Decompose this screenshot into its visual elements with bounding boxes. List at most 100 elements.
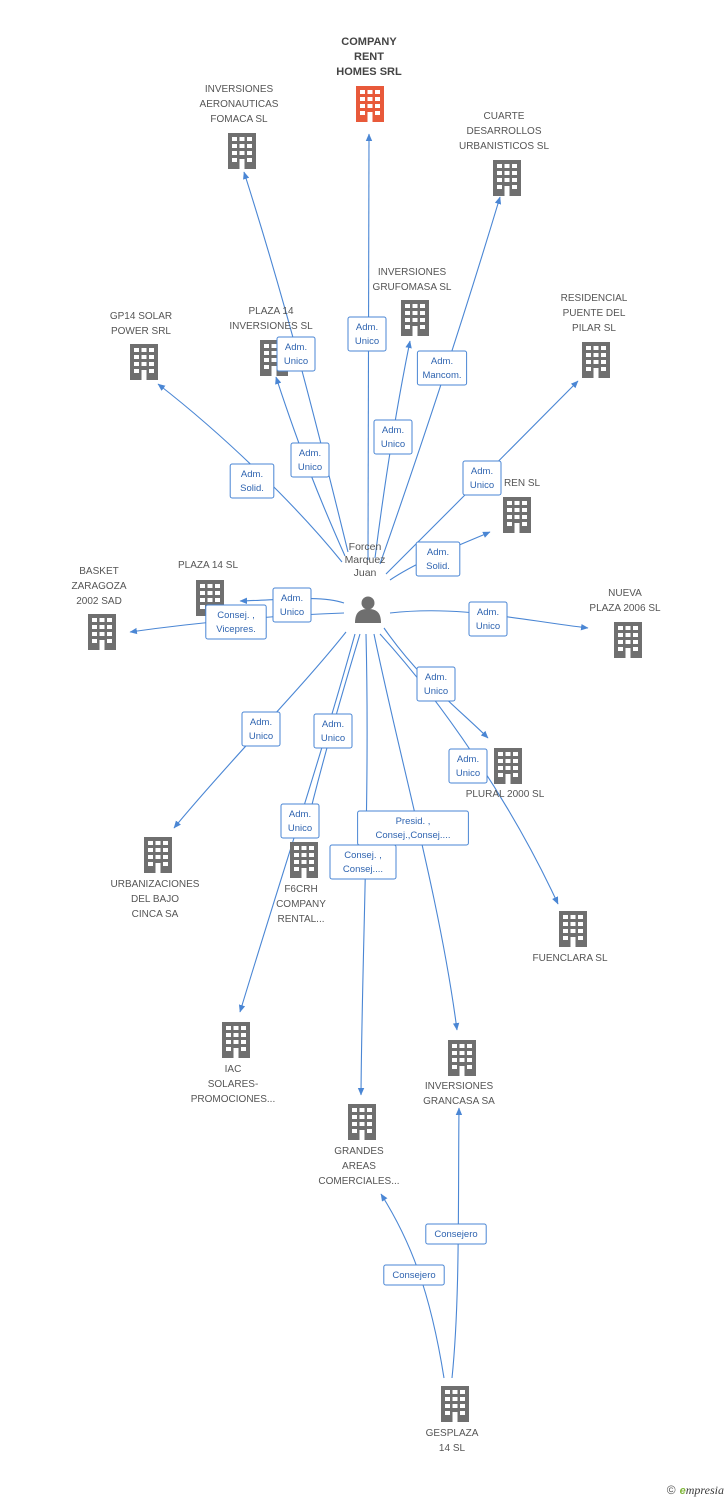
role-company-rent[interactable]: Adm. Unico [347,316,387,352]
building-icon [144,837,172,873]
company-label-line: AREAS [342,1161,376,1172]
company-label-line: HOMES SRL [336,66,402,78]
role-label-line: Unico [476,621,500,632]
company-label-line: PILAR SL [572,323,616,334]
role-box-frame [416,350,468,386]
role-cuarte[interactable]: Adm.Mancom. [416,350,468,386]
role-fuenclara[interactable]: Adm.Unico [448,748,488,784]
role-box-frame [373,419,413,455]
company-nueva-plaza-2006[interactable]: NUEVA PLAZA 2006 SL [589,588,661,658]
company-label-line: CUARTE [484,111,525,122]
role-ren[interactable]: Adm.Solid. [415,541,461,577]
role-box-frame [425,1223,487,1245]
role-plaza14-inv[interactable]: Adm.Unico [290,442,330,478]
company-label-line: SOLARES- [208,1079,259,1090]
company-label-line: GRANCASA SA [423,1096,495,1107]
company-label-line: BASKET [79,566,118,577]
company-label-line: PLAZA 2006 SL [589,603,661,614]
company-label-line: CINCA SA [132,909,179,920]
role-box-frame [416,666,456,702]
company-label-line: FUENCLARA SL [532,953,607,964]
company-label-line: INVERSIONES [378,267,447,278]
company-label-line: COMPANY [276,899,326,910]
company-label-line: GRUFOMASA SL [373,282,452,293]
role-urbanizaciones[interactable]: Adm.Unico [241,711,281,747]
company-plural-2000[interactable]: PLURAL 2000 SL [466,748,545,800]
company-label-line: PLAZA 14 SL [178,560,238,571]
role-gesplaza-grancasa[interactable]: Consejero [425,1223,487,1245]
edge-role-gesplaza-grancasa [451,1107,463,1379]
role-box-frame [290,442,330,478]
role-label-line: Presid. , [396,816,431,827]
company-grandes-areas[interactable]: GRANDESAREASCOMERCIALES... [318,1104,400,1187]
role-nueva-plaza[interactable]: Adm.Unico [468,601,508,637]
role-gp14[interactable]: Adm.Solid. [229,463,275,499]
role-iac[interactable]: Adm.Unico [313,713,353,749]
role-label-line: Unico [424,686,448,697]
company-inversiones-grufomasa[interactable]: INVERSIONES GRUFOMASA SL [373,267,452,336]
role-gesplaza-grandes[interactable]: Consejero [383,1264,445,1286]
company-label-line: GRANDES [334,1146,384,1157]
company-label-line: AERONAUTICAS [200,99,279,110]
building-icon [130,344,158,380]
role-label-line: Adm. [322,719,344,730]
person-name-line: Juan [354,567,377,579]
role-grancasa[interactable]: Presid. ,Consej.,Consej.... [357,810,469,846]
role-f6crh[interactable]: Adm.Unico [280,803,320,839]
company-iac-solares[interactable]: IACSOLARES-PROMOCIONES... [191,1022,275,1105]
role-label-line: Adm. [285,342,307,353]
role-label-line: Solid. [426,561,450,572]
role-box-frame [229,463,275,499]
role-label-line: Adm. [281,593,303,604]
company-f6crh-company-rental[interactable]: F6CRHCOMPANYRENTAL... [276,842,326,925]
role-box-frame [329,844,397,880]
edge-role-cuarte [379,196,502,565]
company-label-line: IAC [225,1064,242,1075]
role-label-line: Adm. [425,672,447,683]
role-grufomasa[interactable]: Adm.Unico [373,419,413,455]
edge-role-gesplaza-grandes [380,1193,445,1379]
role-box-frame [276,336,316,372]
company-ren-sl[interactable]: REN SL [503,478,540,533]
company-label-line: NUEVA [608,588,642,599]
role-box-frame [280,803,320,839]
role-label-line: Adm. [299,448,321,459]
company-label-line: INVERSIONES SL [229,321,313,332]
role-label-line: Consejero [434,1229,477,1240]
role-label-line: Unico [355,336,379,347]
role-box-frame [415,541,461,577]
role-label-line: Adm. [356,322,378,333]
role-plaza14-sl[interactable]: Adm.Unico [272,587,312,623]
role-aeronauticas[interactable]: Adm. Unico [276,336,316,372]
role-label-line: Consejero [392,1270,435,1281]
role-plural[interactable]: Adm. Unico [416,666,456,702]
role-grandes[interactable]: Consej. ,Consej.... [329,844,397,880]
role-label-line: Mancom. [422,370,461,381]
role-label-line: Unico [381,439,405,450]
company-fuenclara[interactable]: FUENCLARA SL [532,911,608,964]
building-icon [290,842,318,878]
role-box-frame [347,316,387,352]
role-residencial[interactable]: Adm.Unico [462,460,502,496]
company-label-line: POWER SRL [111,326,171,337]
company-label-line: F6CRH [284,884,317,895]
company-inversiones-grancasa[interactable]: INVERSIONES GRANCASA SA [423,1040,495,1107]
role-basket[interactable]: Consej. ,Vicepres. [205,604,267,640]
building-icon [448,1040,476,1076]
company-label-line: INVERSIONES [425,1081,494,1092]
role-label-line: Unico [284,356,308,367]
company-plaza14-sl[interactable]: PLAZA 14 SL [178,560,238,616]
role-box-frame [272,587,312,623]
